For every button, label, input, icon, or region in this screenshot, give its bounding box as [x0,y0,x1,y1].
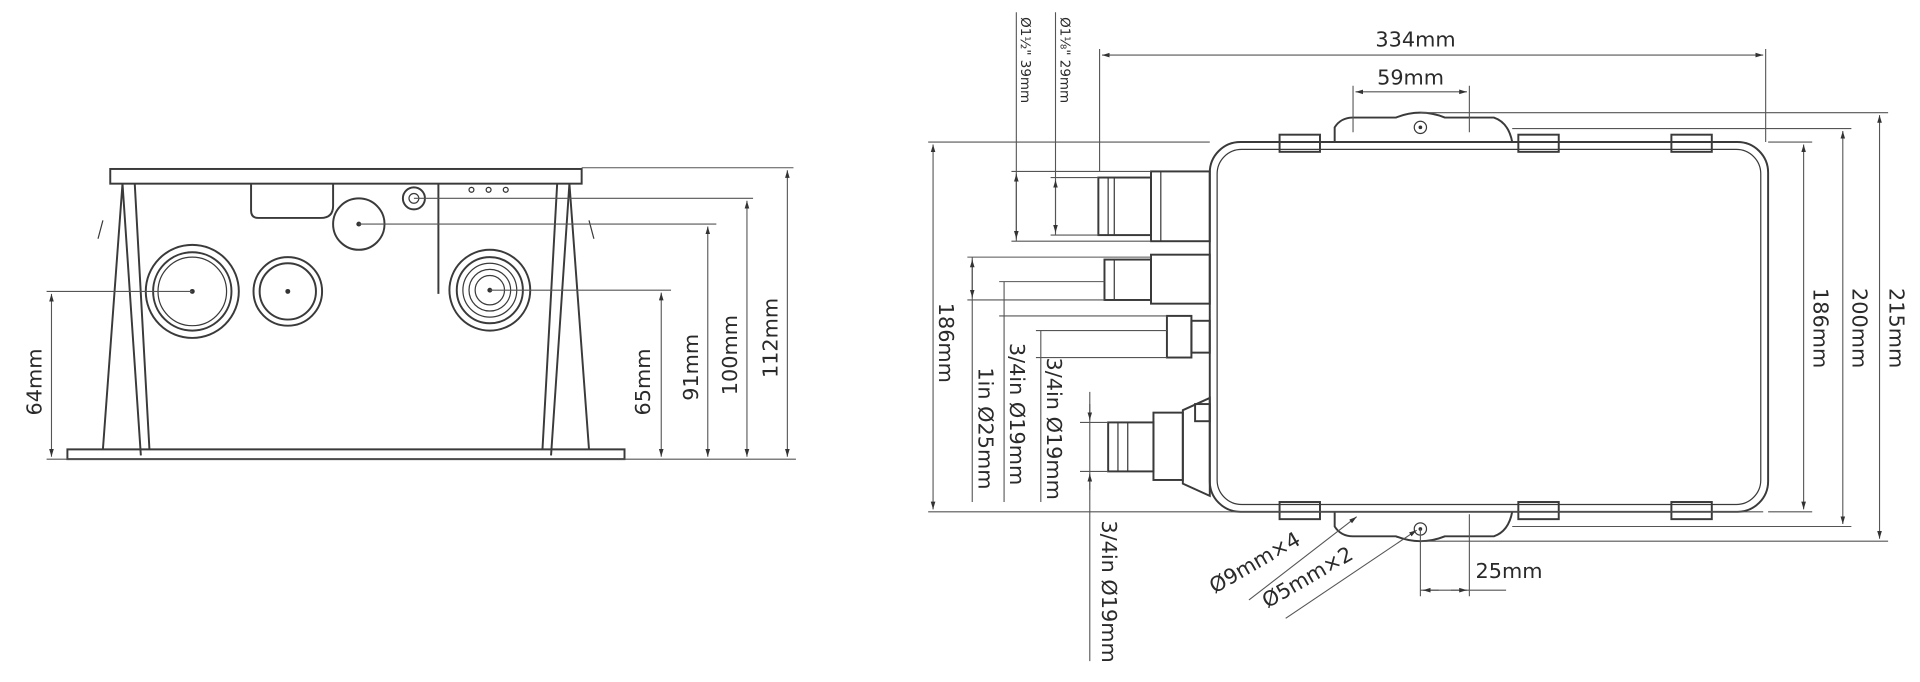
dim-100mm: 100mm [718,315,742,395]
bracket-clips [97,220,595,239]
housing [1208,141,1770,513]
lid-notch [250,183,335,219]
dim-186mm-right: 186mm [1808,288,1832,368]
front-view: 64mm 65mm 91mm 100mm 112mm [23,167,796,461]
label-pipe-29mm: Ø1⅛" 29mm [1056,17,1071,103]
label-pipe-34in-c: 3/4in Ø19mm [1097,520,1121,662]
mount-tab-top [1333,111,1514,143]
top-view: 334mm 59mm 186mm 200mm 215mm 186mm Ø1½" … [928,12,1908,663]
body-sides [121,183,571,456]
label-pipe-39mm: Ø1½" 39mm [1017,17,1032,103]
outlet-medium [252,256,324,327]
mount-tab-bottom [1333,511,1514,543]
dim-64mm: 64mm [23,349,47,416]
dim-25mm: 25mm [1475,559,1542,583]
dim-65mm: 65mm [631,349,655,416]
indicator-dots [468,186,509,193]
dim-91mm: 91mm [679,334,703,401]
pipe-fittings [1097,170,1211,498]
lid [109,167,583,185]
label-pipe-34in-b: 3/4in Ø19mm [1042,358,1066,500]
label-pipe-1in: 1in Ø25mm [973,367,997,489]
dim-59mm: 59mm [1377,65,1444,89]
dim-334mm: 334mm [1375,28,1455,52]
dim-112mm: 112mm [759,298,783,378]
dim-186mm-left: 186mm [934,303,958,383]
base-plate [66,448,626,461]
brackets [101,183,590,450]
label-pipe-34in-a: 3/4in Ø19mm [1005,343,1029,485]
dim-215mm: 215mm [1884,288,1908,368]
clips [1278,133,1713,521]
housing-inner [1216,148,1762,506]
dim-200mm: 200mm [1848,288,1872,368]
